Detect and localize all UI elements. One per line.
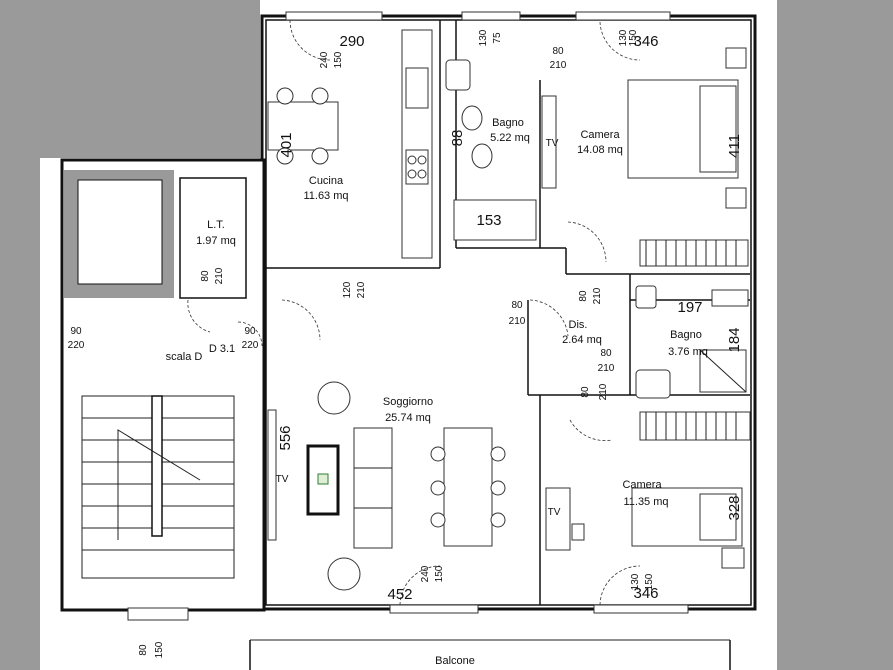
opening-height: 75	[492, 32, 503, 44]
opening-width: 80	[600, 348, 612, 359]
opening-height: 150	[154, 641, 165, 658]
soggiorno-height-dim: 556	[277, 425, 294, 450]
opening-width: 130	[478, 29, 489, 46]
lt-name: L.T.	[207, 219, 225, 231]
opening-height: 220	[242, 340, 259, 351]
opening-width: 130	[618, 29, 629, 46]
cucina-area: 11.63 mq	[303, 190, 348, 202]
windows	[127, 11, 689, 621]
lt-room	[179, 177, 247, 299]
opening-height: 210	[214, 267, 225, 284]
bagno2-width-dim: 197	[677, 299, 702, 316]
camera2-width-dim: 346	[633, 585, 658, 602]
opening-width: 240	[420, 565, 431, 582]
opening-height: 210	[598, 383, 609, 400]
opening-height: 210	[592, 287, 603, 304]
camera2-area: 11.35 mq	[623, 496, 668, 508]
tv-label: TV	[546, 138, 559, 149]
opening-height: 220	[68, 340, 85, 351]
soggiorno-width-dim: 452	[387, 586, 412, 603]
bagno2-name: Bagno	[670, 329, 702, 341]
camera2-height-dim: 328	[726, 495, 743, 520]
dis-area: 2.64 mq	[562, 334, 602, 346]
interior-walls	[266, 20, 750, 605]
bedroom-1-furniture	[627, 47, 749, 267]
opening-dimensions: 80 210 80 210 80 210 80 210 80 210 120 2…	[68, 29, 655, 658]
cucina-height-dim: 401	[278, 132, 295, 157]
opening-width: 120	[342, 281, 353, 298]
opening-height: 150	[644, 573, 655, 590]
opening-width: 80	[578, 290, 589, 302]
opening-width: 240	[319, 51, 330, 68]
opening-width: 80	[580, 386, 591, 398]
bagno1-area: 5.22 mq	[490, 132, 530, 144]
cucina-width-dim: 290	[339, 33, 364, 50]
shower-dim: 88	[449, 130, 466, 147]
bagno2-height-dim: 184	[726, 327, 743, 352]
opening-height: 150	[628, 29, 639, 46]
door-swings	[187, 19, 641, 606]
opening-width: 90	[70, 326, 82, 337]
kitchen-furniture	[267, 29, 433, 259]
gray-top-block	[40, 0, 260, 158]
gray-left-margin	[0, 0, 40, 670]
bagno2-area: 3.76 mq	[668, 346, 708, 358]
soggiorno-area: 25.74 mq	[385, 412, 431, 424]
tv-label: TV	[276, 474, 289, 485]
scala-name: scala D	[166, 351, 203, 363]
camera1-height-dim: 411	[726, 134, 743, 158]
camera1-name: Camera	[580, 129, 620, 141]
bagno1-width-dim: 153	[476, 212, 501, 229]
bathroom-2-fixtures	[635, 285, 749, 399]
opening-width: 80	[511, 300, 523, 311]
camera1-area: 14.08 mq	[577, 144, 623, 156]
balcone-name: Balcone	[435, 655, 475, 667]
opening-height: 210	[356, 281, 367, 298]
living-room-furniture	[267, 381, 506, 591]
bedroom-2-furniture	[545, 411, 751, 569]
opening-width: 80	[200, 270, 211, 282]
opening-width: 130	[630, 573, 641, 590]
opening-height: 210	[550, 60, 567, 71]
cucina-name: Cucina	[309, 175, 344, 187]
opening-width: 80	[138, 644, 149, 656]
unit-label: D 3.1	[209, 343, 235, 355]
stairs	[81, 395, 235, 579]
camera1-width-dim: 346	[633, 33, 658, 50]
elevator-car	[77, 179, 163, 285]
lt-area: 1.97 mq	[196, 235, 236, 247]
camera2-name: Camera	[622, 479, 662, 491]
soggiorno-name: Soggiorno	[383, 396, 433, 408]
opening-height: 210	[598, 363, 615, 374]
bagno1-name: Bagno	[492, 117, 524, 129]
opening-height: 210	[509, 316, 526, 327]
opening-height: 150	[434, 565, 445, 582]
opening-height: 150	[333, 51, 344, 68]
opening-width: 90	[244, 326, 256, 337]
gray-right-margin	[777, 0, 893, 670]
tv-label: TV	[548, 507, 561, 518]
bathroom-1-fixtures	[445, 59, 557, 241]
dis-name: Dis.	[569, 319, 588, 331]
opening-width: 80	[552, 46, 564, 57]
